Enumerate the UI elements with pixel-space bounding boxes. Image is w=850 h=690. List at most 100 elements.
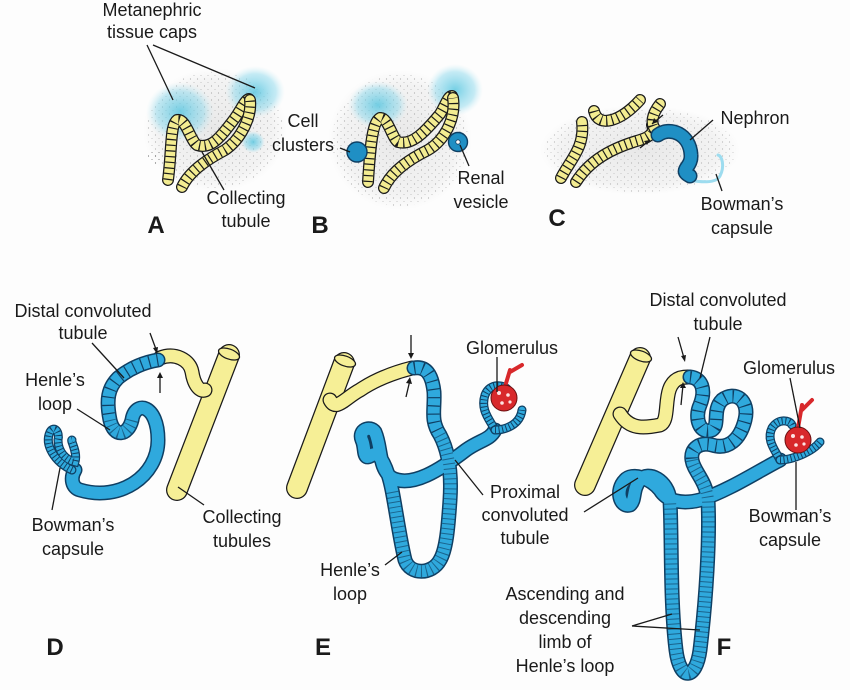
capillary-lumen [497, 391, 501, 395]
nephron-f [612, 369, 788, 681]
label-cell-clusters-1: Cell [287, 111, 318, 131]
label-bowmans-capsule-1: Bowman’s [749, 506, 832, 526]
leader-line [201, 151, 225, 191]
label-distal-convoluted-tubule-2: tubule [693, 314, 742, 334]
tubule-opening [629, 349, 653, 363]
collecting-tubule-f [574, 347, 696, 496]
leader-line [583, 477, 639, 513]
leader-line [689, 119, 714, 141]
label-bowmans-capsule-1: Bowman’s [32, 515, 115, 535]
leader-line [789, 377, 801, 429]
leader-line [715, 173, 723, 192]
nephron-c [650, 123, 725, 184]
panel-letter-d: D [46, 634, 63, 661]
label-bowmans-capsule-2: capsule [759, 530, 821, 550]
capillary-lumen [506, 393, 510, 397]
collecting-tubule-e [286, 352, 420, 499]
leader-line [339, 147, 351, 153]
label-distal-convoluted-tubule-2: tubule [58, 323, 107, 343]
label-henles-loop-1: Henle’s [320, 560, 380, 580]
panel-b: Cell clusters Renal vesicle B [272, 64, 509, 239]
label-proximal-convoluted-tubule-3: tubule [500, 528, 549, 548]
capillary-lumen [508, 400, 512, 404]
label-bowmans-capsule-1: Bowman’s [701, 194, 784, 214]
arrow-head-icon [680, 382, 686, 388]
label-proximal-convoluted-tubule-2: convoluted [481, 505, 568, 525]
label-henles-loop-2: loop [38, 394, 72, 414]
leader-line [91, 342, 125, 379]
junction-arrow-top [677, 336, 685, 359]
label-bowmans-capsule-2: capsule [711, 218, 773, 238]
label-collecting-tubule-1: Collecting [206, 188, 285, 208]
panel-a: Metanephric tissue caps Collecting tubul… [102, 0, 287, 239]
panel-letter-f: F [717, 634, 732, 661]
junction-arrow-bottom [680, 384, 684, 406]
label-metanephric-tissue-caps-2: tissue caps [107, 22, 197, 42]
label-renal-vesicle-2: vesicle [453, 192, 508, 212]
renal-vesicle-lumen [455, 139, 461, 145]
dark-cells [148, 150, 162, 164]
leader-line [384, 551, 403, 566]
tubule-opening [217, 347, 241, 361]
afferent-arteriole [796, 398, 814, 430]
label-renal-vesicle-1: Renal [457, 168, 504, 188]
capillary-lumen [800, 435, 804, 439]
capillary-lumen [500, 401, 504, 405]
label-collecting-tubule-2: tubule [221, 211, 270, 231]
glomerulus-tuft [784, 426, 812, 454]
panel-e: Glomerulus Proximal convoluted tubule He… [286, 335, 569, 661]
label-limbs-4: Henle’s loop [516, 656, 615, 676]
leader-line [459, 144, 470, 167]
label-glomerulus: Glomerulus [743, 358, 835, 378]
arrow-head-icon [157, 372, 163, 378]
label-limbs-3: limb of [538, 632, 592, 652]
capillary-lumen [802, 442, 806, 446]
arrow-head-icon [652, 118, 658, 124]
glomerulus-e [490, 363, 524, 412]
arrow-head-icon [408, 353, 414, 359]
label-henles-loop-1: Henle’s [25, 370, 85, 390]
leader-line [76, 408, 111, 431]
label-nephron: Nephron [720, 108, 789, 128]
leader-line [454, 459, 484, 496]
panel-letter-c: C [548, 205, 565, 232]
leader-line [51, 467, 61, 511]
label-distal-convoluted-tubule-1: Distal convoluted [649, 290, 786, 310]
label-cell-clusters-2: clusters [272, 135, 334, 155]
label-limbs-1: Ascending and [505, 584, 624, 604]
bowmans-capsule-f [765, 416, 825, 465]
arrow-head-icon [153, 347, 158, 354]
label-collecting-tubules-1: Collecting [202, 507, 281, 527]
nephron-d [64, 352, 166, 501]
capillary-lumen [794, 443, 798, 447]
tissue-cap-small [241, 131, 265, 153]
panel-letter-b: B [311, 212, 328, 239]
tissue-cap [348, 81, 408, 129]
leader-line [146, 44, 174, 101]
capillary-lumen [791, 434, 795, 438]
leader-line [631, 613, 673, 627]
arrow-head-icon [406, 377, 412, 384]
tubule-opening [333, 354, 357, 368]
leader-line [177, 486, 205, 506]
arrow-head-icon [644, 140, 650, 145]
panel-letter-a: A [147, 212, 164, 239]
arrow-head-icon [681, 355, 686, 362]
collecting-tubule-c [555, 94, 666, 188]
label-proximal-convoluted-tubule-1: Proximal [490, 482, 560, 502]
collecting-tubule-a [162, 93, 257, 193]
cell-cluster [346, 141, 368, 163]
label-collecting-tubules-2: tubules [213, 531, 271, 551]
leader-line [631, 625, 701, 631]
collecting-tubules-d [152, 344, 241, 501]
label-distal-convoluted-tubule-1: Distal convoluted [14, 301, 151, 321]
label-henles-loop-2: loop [333, 584, 367, 604]
label-limbs-2: descending [519, 608, 611, 628]
tissue-cap [146, 82, 214, 142]
leader-line [152, 44, 256, 89]
label-bowmans-capsule-2: capsule [42, 539, 104, 559]
panel-f: Distal convoluted tubule Glomerulus Bowm… [505, 290, 835, 681]
glomerulus-tuft [490, 384, 518, 412]
label-glomerulus: Glomerulus [466, 338, 558, 358]
